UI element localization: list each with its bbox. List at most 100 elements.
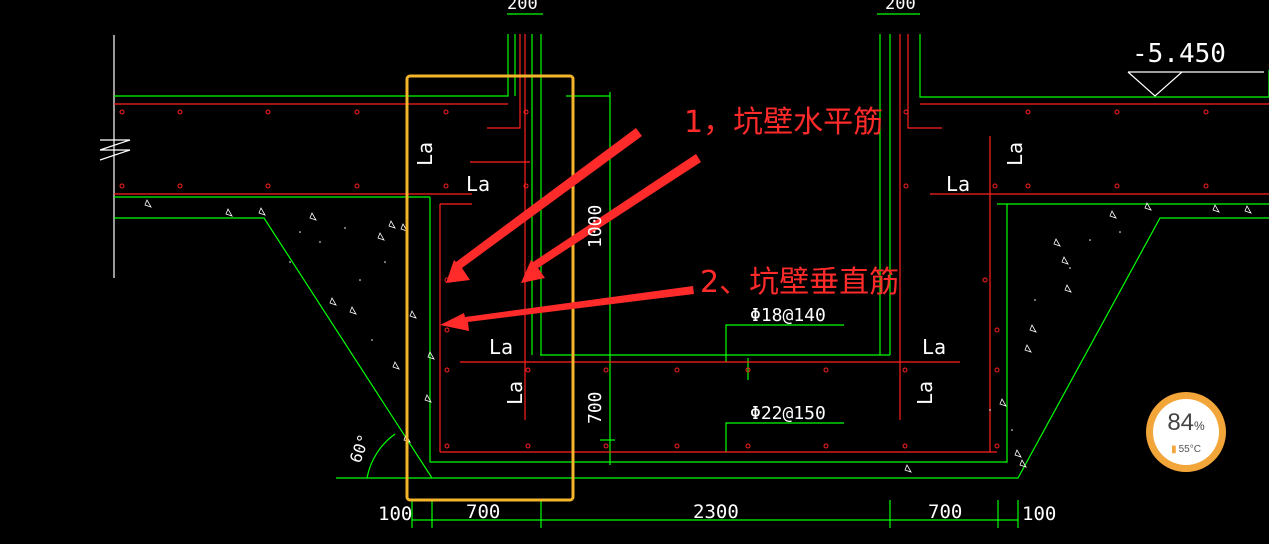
rebar-dot <box>674 443 680 449</box>
elevation-marker <box>1127 71 1264 97</box>
thermometer-icon: ▮ <box>1171 444 1177 455</box>
annotation-arrows <box>440 128 701 331</box>
annotation-vertical-bar: 2、坑壁垂直筋 <box>700 265 899 300</box>
la-label: La <box>922 335 946 359</box>
concrete-outline <box>114 13 1269 528</box>
rebar-dot <box>994 327 1000 333</box>
hatch-mark <box>400 223 408 232</box>
hatch-speck <box>384 261 386 263</box>
dim-bottom: 700 <box>466 501 500 523</box>
rebar-dot <box>994 367 1000 373</box>
hatch-mark <box>424 394 432 403</box>
rebar-dot <box>119 109 125 115</box>
hatch-mark <box>329 297 337 306</box>
rebar-dot <box>603 443 609 449</box>
hatch-mark <box>999 398 1007 407</box>
rebar-dot <box>523 109 529 115</box>
rebar-dot <box>982 277 988 283</box>
hatch-speck <box>1034 299 1036 301</box>
rebar-dot <box>525 443 531 449</box>
rebar-dot <box>177 183 183 189</box>
angle-label: 60° <box>346 432 374 466</box>
la-label: La <box>946 172 970 196</box>
hatch-speck <box>359 279 361 281</box>
rebar-dot <box>265 109 271 115</box>
dim-depth-upper: 1000 <box>585 205 606 248</box>
hatch-mark <box>349 306 357 315</box>
gauge-percent: 84% <box>1167 409 1205 436</box>
rebar-dot <box>823 367 829 373</box>
dim-bottom: 100 <box>378 503 412 525</box>
hatch-mark <box>1014 449 1022 458</box>
rebar-dot <box>119 183 125 189</box>
hatch-speck <box>371 339 373 341</box>
rebar-dot <box>603 367 609 373</box>
rebar-dot <box>994 443 1000 449</box>
rebar-dot <box>902 443 908 449</box>
rebar-dot <box>823 443 829 449</box>
hatch-mark <box>392 361 400 370</box>
hatch-mark <box>377 232 385 241</box>
dim-bottom: 100 <box>1022 503 1056 525</box>
rebar-dot <box>525 367 531 373</box>
hatch-speck <box>1011 429 1013 431</box>
hatch-speck <box>1089 239 1091 241</box>
hatch-mark <box>1212 204 1220 213</box>
rebar-dot <box>444 327 450 333</box>
hatch-mark <box>1109 210 1117 219</box>
hatch-mark <box>1053 238 1061 247</box>
hatch-mark <box>1064 284 1072 293</box>
la-label: La <box>503 381 527 405</box>
rebar-dot <box>444 443 450 449</box>
hatch-speck <box>1119 231 1121 233</box>
hatch-mark <box>225 208 233 217</box>
gauge-face: 84% ▮55°C <box>1153 399 1219 465</box>
rebar-dot <box>903 183 909 189</box>
rebar-dot <box>1114 109 1120 115</box>
hatch-speck <box>1069 267 1071 269</box>
hatch-mark <box>144 199 152 208</box>
boundary-lines <box>99 35 131 278</box>
hatch-speck <box>989 409 991 411</box>
rebar-dot <box>1203 109 1209 115</box>
hatch-speck <box>344 227 346 229</box>
rebar-dot <box>902 367 908 373</box>
rebar-dot <box>745 367 751 373</box>
dim-depth-lower: 700 <box>585 391 606 424</box>
hatch-speck <box>289 261 291 263</box>
hatch-mark <box>309 212 317 221</box>
dim-top-right: 200 <box>885 0 916 14</box>
la-label: La <box>913 381 937 405</box>
rebar-dot <box>992 183 998 189</box>
rebar-dot <box>177 109 183 115</box>
rebar-dot <box>1114 183 1120 189</box>
la-label: La <box>466 172 490 196</box>
rebar-dot <box>443 109 449 115</box>
rebar-dot <box>1025 109 1031 115</box>
hatch-speck <box>319 241 321 243</box>
rebar-dot <box>443 183 449 189</box>
hatch-mark <box>1024 344 1032 353</box>
rebar-dot <box>745 443 751 449</box>
la-label: La <box>1003 142 1027 166</box>
rebar-dots <box>119 109 1209 449</box>
rebar-dot <box>903 109 909 115</box>
concrete-hatch <box>144 199 1252 473</box>
hatch-mark <box>1061 256 1069 265</box>
rebar-spec-bottom: Φ22@150 <box>750 403 826 424</box>
elevation-label: -5.450 <box>1132 39 1226 69</box>
hatch-mark <box>388 220 396 229</box>
dim-bottom: 2300 <box>693 501 739 523</box>
rebar-dot <box>1203 183 1209 189</box>
rebar-dot <box>265 183 271 189</box>
annotation-horizontal-bar: 1，坑壁水平筋 <box>684 105 883 140</box>
rebar-dot <box>1025 183 1031 189</box>
hatch-speck <box>299 231 301 233</box>
performance-widget[interactable]: 84% ▮55°C <box>1146 392 1226 472</box>
hatch-mark <box>1144 202 1152 211</box>
la-label: La <box>489 335 513 359</box>
rebar-lines <box>114 34 1269 453</box>
hatch-mark <box>904 464 912 473</box>
rebar-dot <box>354 183 360 189</box>
gauge-temperature: ▮55°C <box>1171 444 1201 455</box>
